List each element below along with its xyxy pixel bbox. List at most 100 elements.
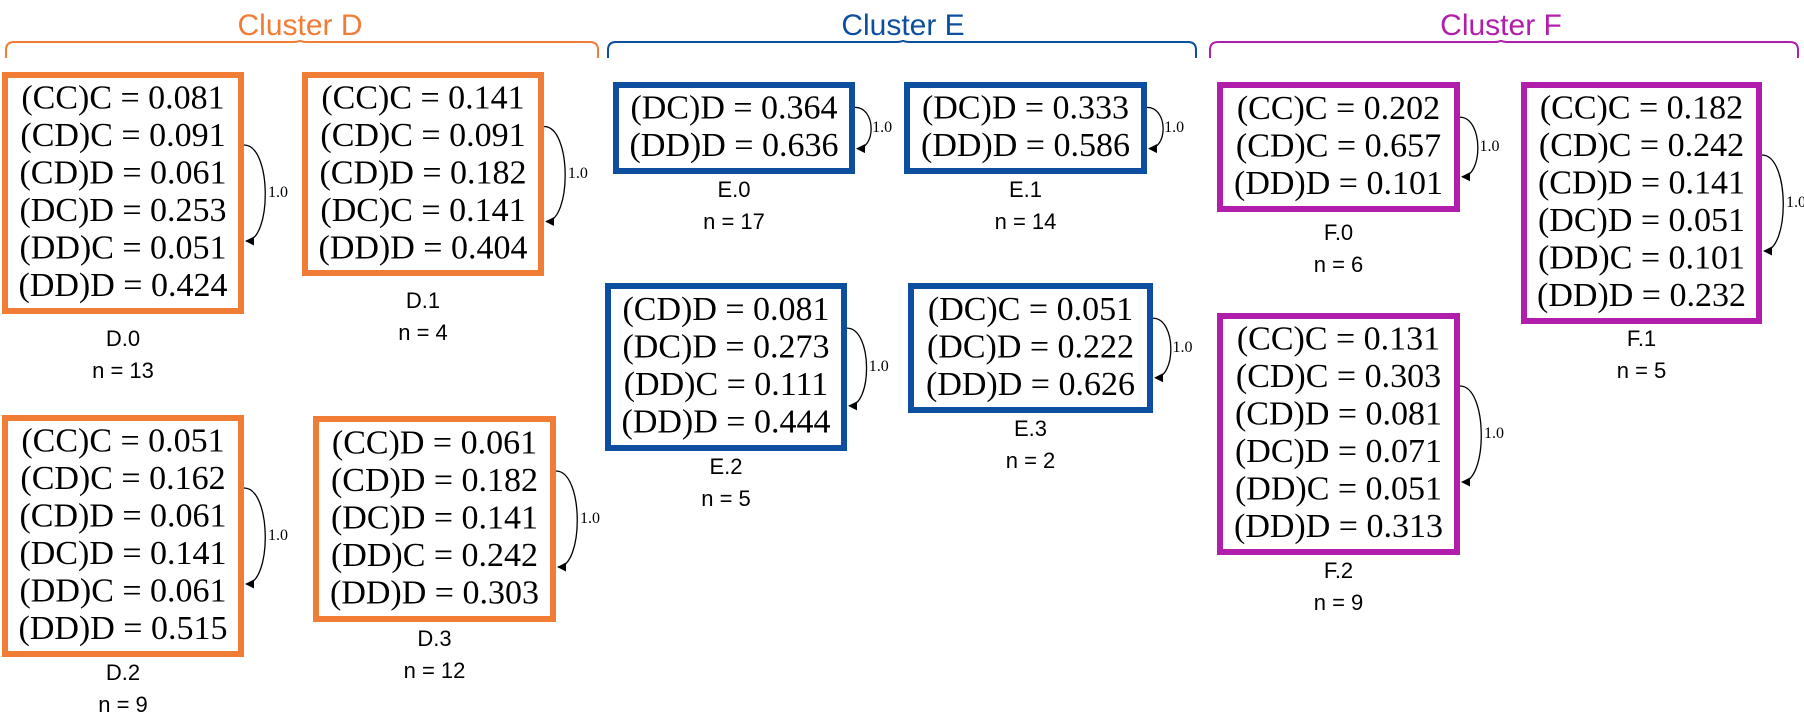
state-d-2-line: (CD)D = 0.061 (19, 498, 226, 535)
state-label: D.2 (106, 660, 140, 685)
state-f-0-line: (CD)C = 0.657 (1236, 127, 1441, 164)
state-f-0: (CC)C = 0.202(CD)C = 0.657(DD)D = 0.1011… (1217, 82, 1499, 277)
self-loop-arrow (1761, 154, 1784, 256)
state-label: D.1 (406, 288, 440, 313)
state-f-2-line: (DD)C = 0.051 (1235, 471, 1442, 508)
state-label: E.1 (1009, 177, 1042, 202)
state-d-2: (CC)C = 0.051(CD)C = 0.162(CD)D = 0.061(… (2, 415, 288, 717)
state-count: n = 13 (92, 358, 154, 383)
state-e-1-line: (DC)D = 0.333 (922, 90, 1129, 127)
state-f-0-box (1217, 82, 1460, 212)
state-e-3: (DC)C = 0.051(DC)D = 0.222(DD)D = 0.6261… (908, 283, 1192, 473)
state-e-3-box (908, 283, 1153, 413)
cluster-e-bracket (607, 39, 1197, 58)
state-count: n = 17 (703, 209, 765, 234)
state-e-0-line: (DC)D = 0.364 (630, 90, 837, 127)
self-loop-probability: 1.0 (268, 184, 288, 201)
self-loop-probability: 1.0 (872, 119, 892, 136)
state-e-2: (CD)D = 0.081(DC)D = 0.273(DD)C = 0.111(… (605, 283, 889, 511)
state-e-2-line: (DD)C = 0.111 (624, 366, 829, 403)
state-d-3: (CC)D = 0.061(CD)D = 0.182(DC)D = 0.141(… (313, 416, 600, 683)
state-count: n = 2 (1006, 448, 1056, 473)
state-label: F.1 (1627, 326, 1656, 351)
state-d-0-box (2, 72, 244, 314)
state-f-0-line: (DD)D = 0.101 (1234, 165, 1443, 202)
cluster-e-title: Cluster E (841, 9, 964, 42)
state-d-1: (CC)C = 0.141(CD)C = 0.091(CD)D = 0.182(… (302, 72, 588, 345)
state-f-1-line: (CD)D = 0.141 (1538, 165, 1745, 202)
state-count: n = 4 (398, 320, 448, 345)
state-count: n = 5 (701, 486, 751, 511)
self-loop-probability: 1.0 (568, 165, 588, 182)
state-f-1-line: (DC)D = 0.051 (1538, 202, 1745, 239)
state-d-3-line: (DC)D = 0.141 (331, 499, 538, 536)
state-e-1-box (904, 82, 1147, 174)
state-d-1-line: (CD)C = 0.091 (320, 117, 525, 154)
self-loop-arrow (555, 470, 578, 572)
self-loop-arrow (1146, 106, 1164, 154)
state-d-2-line: (DD)C = 0.061 (19, 573, 226, 610)
self-loop-probability: 1.0 (1786, 194, 1804, 211)
state-d-2-line: (DD)D = 0.515 (19, 610, 228, 647)
state-e-2-line: (DC)D = 0.273 (622, 329, 829, 366)
state-label: E.3 (1014, 416, 1047, 441)
cluster-e-bracket-group: Cluster E (607, 9, 1197, 58)
state-f-1-line: (CC)C = 0.182 (1540, 90, 1743, 127)
state-d-1-line: (CD)D = 0.182 (319, 154, 526, 191)
state-f-1-line: (DD)D = 0.232 (1537, 277, 1746, 314)
self-loop-probability: 1.0 (1172, 339, 1192, 356)
cluster-d-bracket (5, 39, 599, 58)
state-d-0-line: (CD)D = 0.061 (19, 155, 226, 192)
state-label: F.2 (1324, 558, 1353, 583)
state-label: D.0 (106, 326, 140, 351)
state-label: F.0 (1324, 220, 1353, 245)
state-d-0: (CC)C = 0.081(CD)C = 0.091(CD)D = 0.061(… (2, 72, 288, 383)
state-f-1-box (1521, 82, 1762, 324)
cluster-f-bracket (1209, 39, 1799, 58)
state-f-2-box (1217, 313, 1460, 555)
self-loop-probability: 1.0 (580, 510, 600, 527)
state-count: n = 5 (1617, 358, 1667, 383)
state-d-3-line: (CD)D = 0.182 (331, 462, 538, 499)
state-count: n = 9 (98, 692, 148, 717)
self-loop-probability: 1.0 (1164, 119, 1184, 136)
state-e-2-box (605, 283, 847, 451)
state-e-1-line: (DD)D = 0.586 (921, 127, 1130, 164)
state-count: n = 9 (1314, 590, 1364, 615)
cluster-f-bracket-group: Cluster F (1209, 9, 1799, 58)
self-loop-arrow (1152, 317, 1172, 383)
state-d-3-line: (CC)D = 0.061 (332, 424, 537, 461)
state-d-3-box (313, 416, 556, 622)
state-f-1: (CC)C = 0.182(CD)C = 0.242(CD)D = 0.141(… (1521, 82, 1804, 383)
self-loop-arrow (243, 144, 266, 246)
state-e-2-line: (CD)D = 0.081 (622, 291, 829, 328)
state-d-2-line: (CD)C = 0.162 (20, 460, 225, 497)
state-f-2-line: (CD)D = 0.081 (1235, 396, 1442, 433)
state-label: E.2 (709, 454, 742, 479)
self-loop-arrow (1459, 116, 1479, 182)
self-loop-arrow (846, 327, 868, 411)
state-count: n = 14 (995, 209, 1057, 234)
state-d-1-box (302, 72, 544, 276)
state-d-0-line: (DC)D = 0.253 (19, 192, 226, 229)
state-d-0-line: (DD)C = 0.051 (19, 230, 226, 267)
state-e-1: (DC)D = 0.333(DD)D = 0.586 1.0E.1 n = 14 (904, 82, 1184, 234)
state-count: n = 12 (404, 658, 466, 683)
state-f-1-line: (CD)C = 0.242 (1539, 127, 1744, 164)
state-d-3-line: (DD)D = 0.303 (330, 574, 539, 611)
state-d-1-line: (DC)C = 0.141 (320, 192, 525, 229)
self-loop-arrow (243, 487, 266, 589)
self-loop-probability: 1.0 (268, 527, 288, 544)
state-e-3-line: (DD)D = 0.626 (926, 366, 1135, 403)
self-loop-arrow (854, 106, 872, 154)
state-d-0-line: (DD)D = 0.424 (19, 267, 228, 304)
state-e-0-line: (DD)D = 0.636 (630, 127, 839, 164)
state-d-2-box (2, 415, 244, 657)
state-f-2-line: (DC)D = 0.071 (1235, 433, 1442, 470)
state-d-3-line: (DD)C = 0.242 (331, 537, 538, 574)
self-loop-arrow (543, 125, 566, 227)
cluster-d-title: Cluster D (237, 9, 362, 42)
state-d-1-line: (DD)D = 0.404 (319, 229, 528, 266)
state-label: D.3 (417, 626, 451, 651)
